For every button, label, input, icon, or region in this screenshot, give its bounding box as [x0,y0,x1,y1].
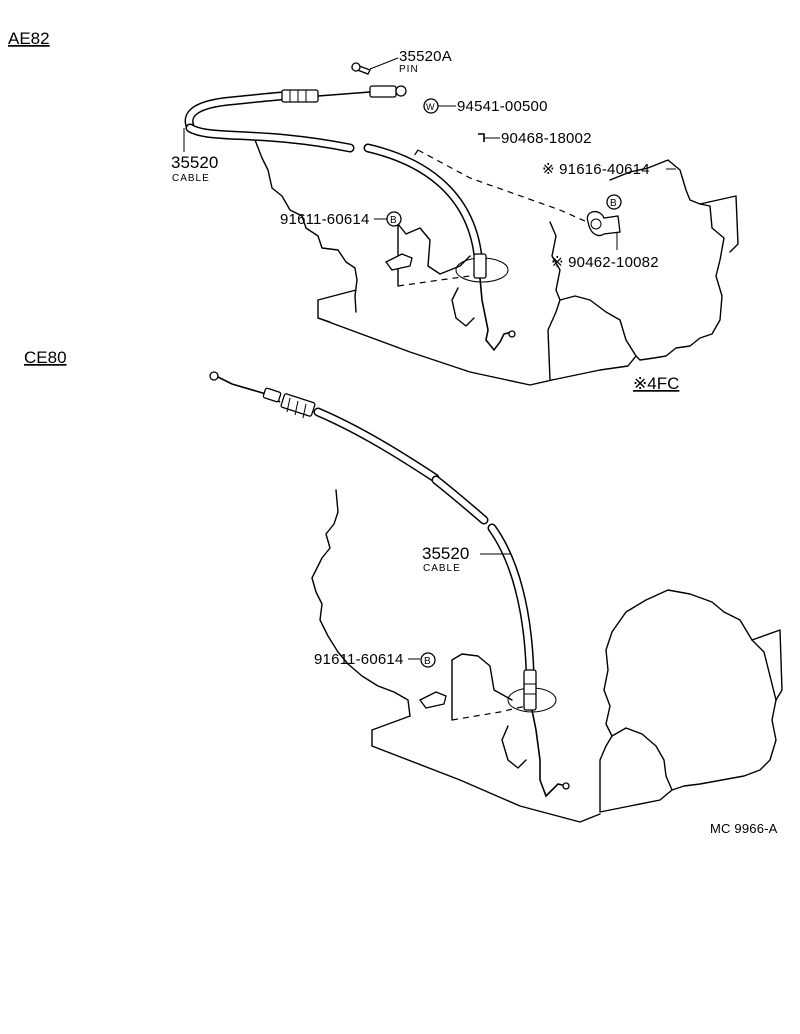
section-label-ce80: CE80 [24,348,67,367]
ae82-cable [184,62,621,352]
ce80-bolt-part-number: 91611-60614 [314,651,404,668]
bolt-symbol-circle [386,211,402,227]
ce80-cable-part-name: CABLE [423,563,461,574]
clamp-part-number: ※ 91616-40614 [542,161,650,178]
clamp-symbol-circle [606,194,622,210]
ce80-labels: 35520 CABLE 91611-60614 B [314,544,510,668]
bolt-symbol: B [390,215,397,226]
note-4fc: ※4FC [633,374,679,393]
ce80-bolt-symbol-circle [420,652,436,668]
washer-symbol: W [426,102,435,112]
clamp-symbol: B [610,198,617,209]
ae82-labels: 35520A PIN W 94541-00500 90468-18002 ※ 9… [171,48,676,271]
screw-part-number: 90468-18002 [501,130,592,147]
ae82-transmission-outline [254,139,739,386]
drawing-code: MC 9966-A [710,821,778,836]
pin-part-number: 35520A [399,48,452,65]
washer-part-number: 94541-00500 [457,98,548,115]
cable-part-name: CABLE [172,173,210,184]
ce80-bolt-symbol: B [424,656,431,667]
ce80-transmission-outline [311,489,783,823]
pin-part-name: PIN [399,64,419,75]
ce80-cable [209,371,570,798]
ce80-cable-part-number: 35520 [422,544,469,563]
clip-part-number: ※ 90462-10082 [551,254,659,271]
bolt-part-number: 91611-60614 [280,211,370,228]
cable-part-number: 35520 [171,153,218,172]
section-label-ae82: AE82 [8,29,50,48]
